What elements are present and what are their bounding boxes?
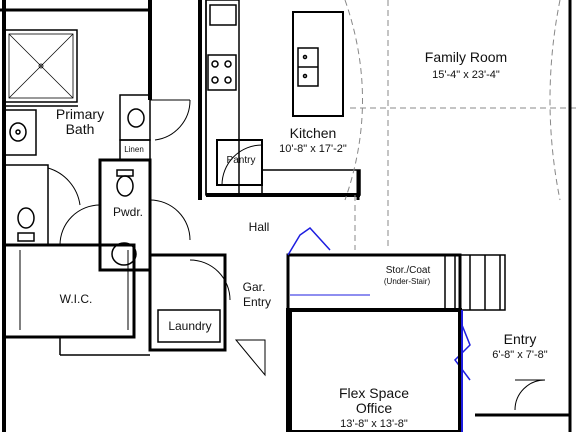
hall-label: Hall — [249, 220, 270, 234]
flex-dims: 13'-8" x 13'-8" — [340, 418, 408, 430]
bath-door — [150, 99, 191, 141]
kitchen-counter-bottom — [261, 169, 361, 196]
powder-room — [98, 158, 152, 272]
powder-label: Pwdr. — [113, 205, 143, 219]
kitchen-dims: 10'-8" x 17'-2" — [279, 143, 347, 155]
island — [292, 11, 344, 117]
kitchen-label: Kitchen — [290, 125, 337, 141]
family-room-label: Family Room — [425, 49, 507, 65]
primary-bath-label-2: Bath — [66, 121, 95, 137]
primary-bath-label-1: Primary — [56, 106, 104, 122]
entry-label: Entry — [504, 331, 537, 347]
flex-label-1: Flex Space — [339, 385, 409, 401]
pantry-label: Pantry — [227, 155, 256, 166]
garage-entry-label-2: Entry — [243, 295, 271, 309]
wic — [2, 243, 136, 339]
range — [207, 54, 237, 91]
bath-vanity-left — [3, 109, 37, 156]
toilet-icon — [17, 207, 35, 229]
bath-vanity-right — [119, 94, 151, 141]
garage-entry-label-1: Gar. — [243, 280, 266, 294]
storage-label-1: Stor./Coat — [386, 265, 431, 276]
pantry — [216, 139, 263, 186]
laundry-label: Laundry — [168, 319, 211, 333]
washer-dryer — [157, 309, 221, 343]
family-room-dims: 15'-4" x 23'-4" — [432, 69, 500, 81]
laundry-room — [148, 253, 227, 352]
storage-label-2: (Under-Stair) — [384, 277, 431, 286]
flex-label-2: Office — [356, 400, 393, 416]
wic-label: W.I.C. — [60, 292, 93, 306]
stair — [444, 254, 506, 311]
linen-label: Linen — [124, 145, 144, 154]
storage-understair — [286, 253, 462, 312]
entry-dims: 6'-8" x 7'-8" — [492, 349, 548, 361]
entry-door — [514, 379, 546, 411]
room-labels: Family Room 15'-4" x 23'-4" Primary Bath… — [56, 49, 548, 430]
shower — [4, 29, 78, 103]
